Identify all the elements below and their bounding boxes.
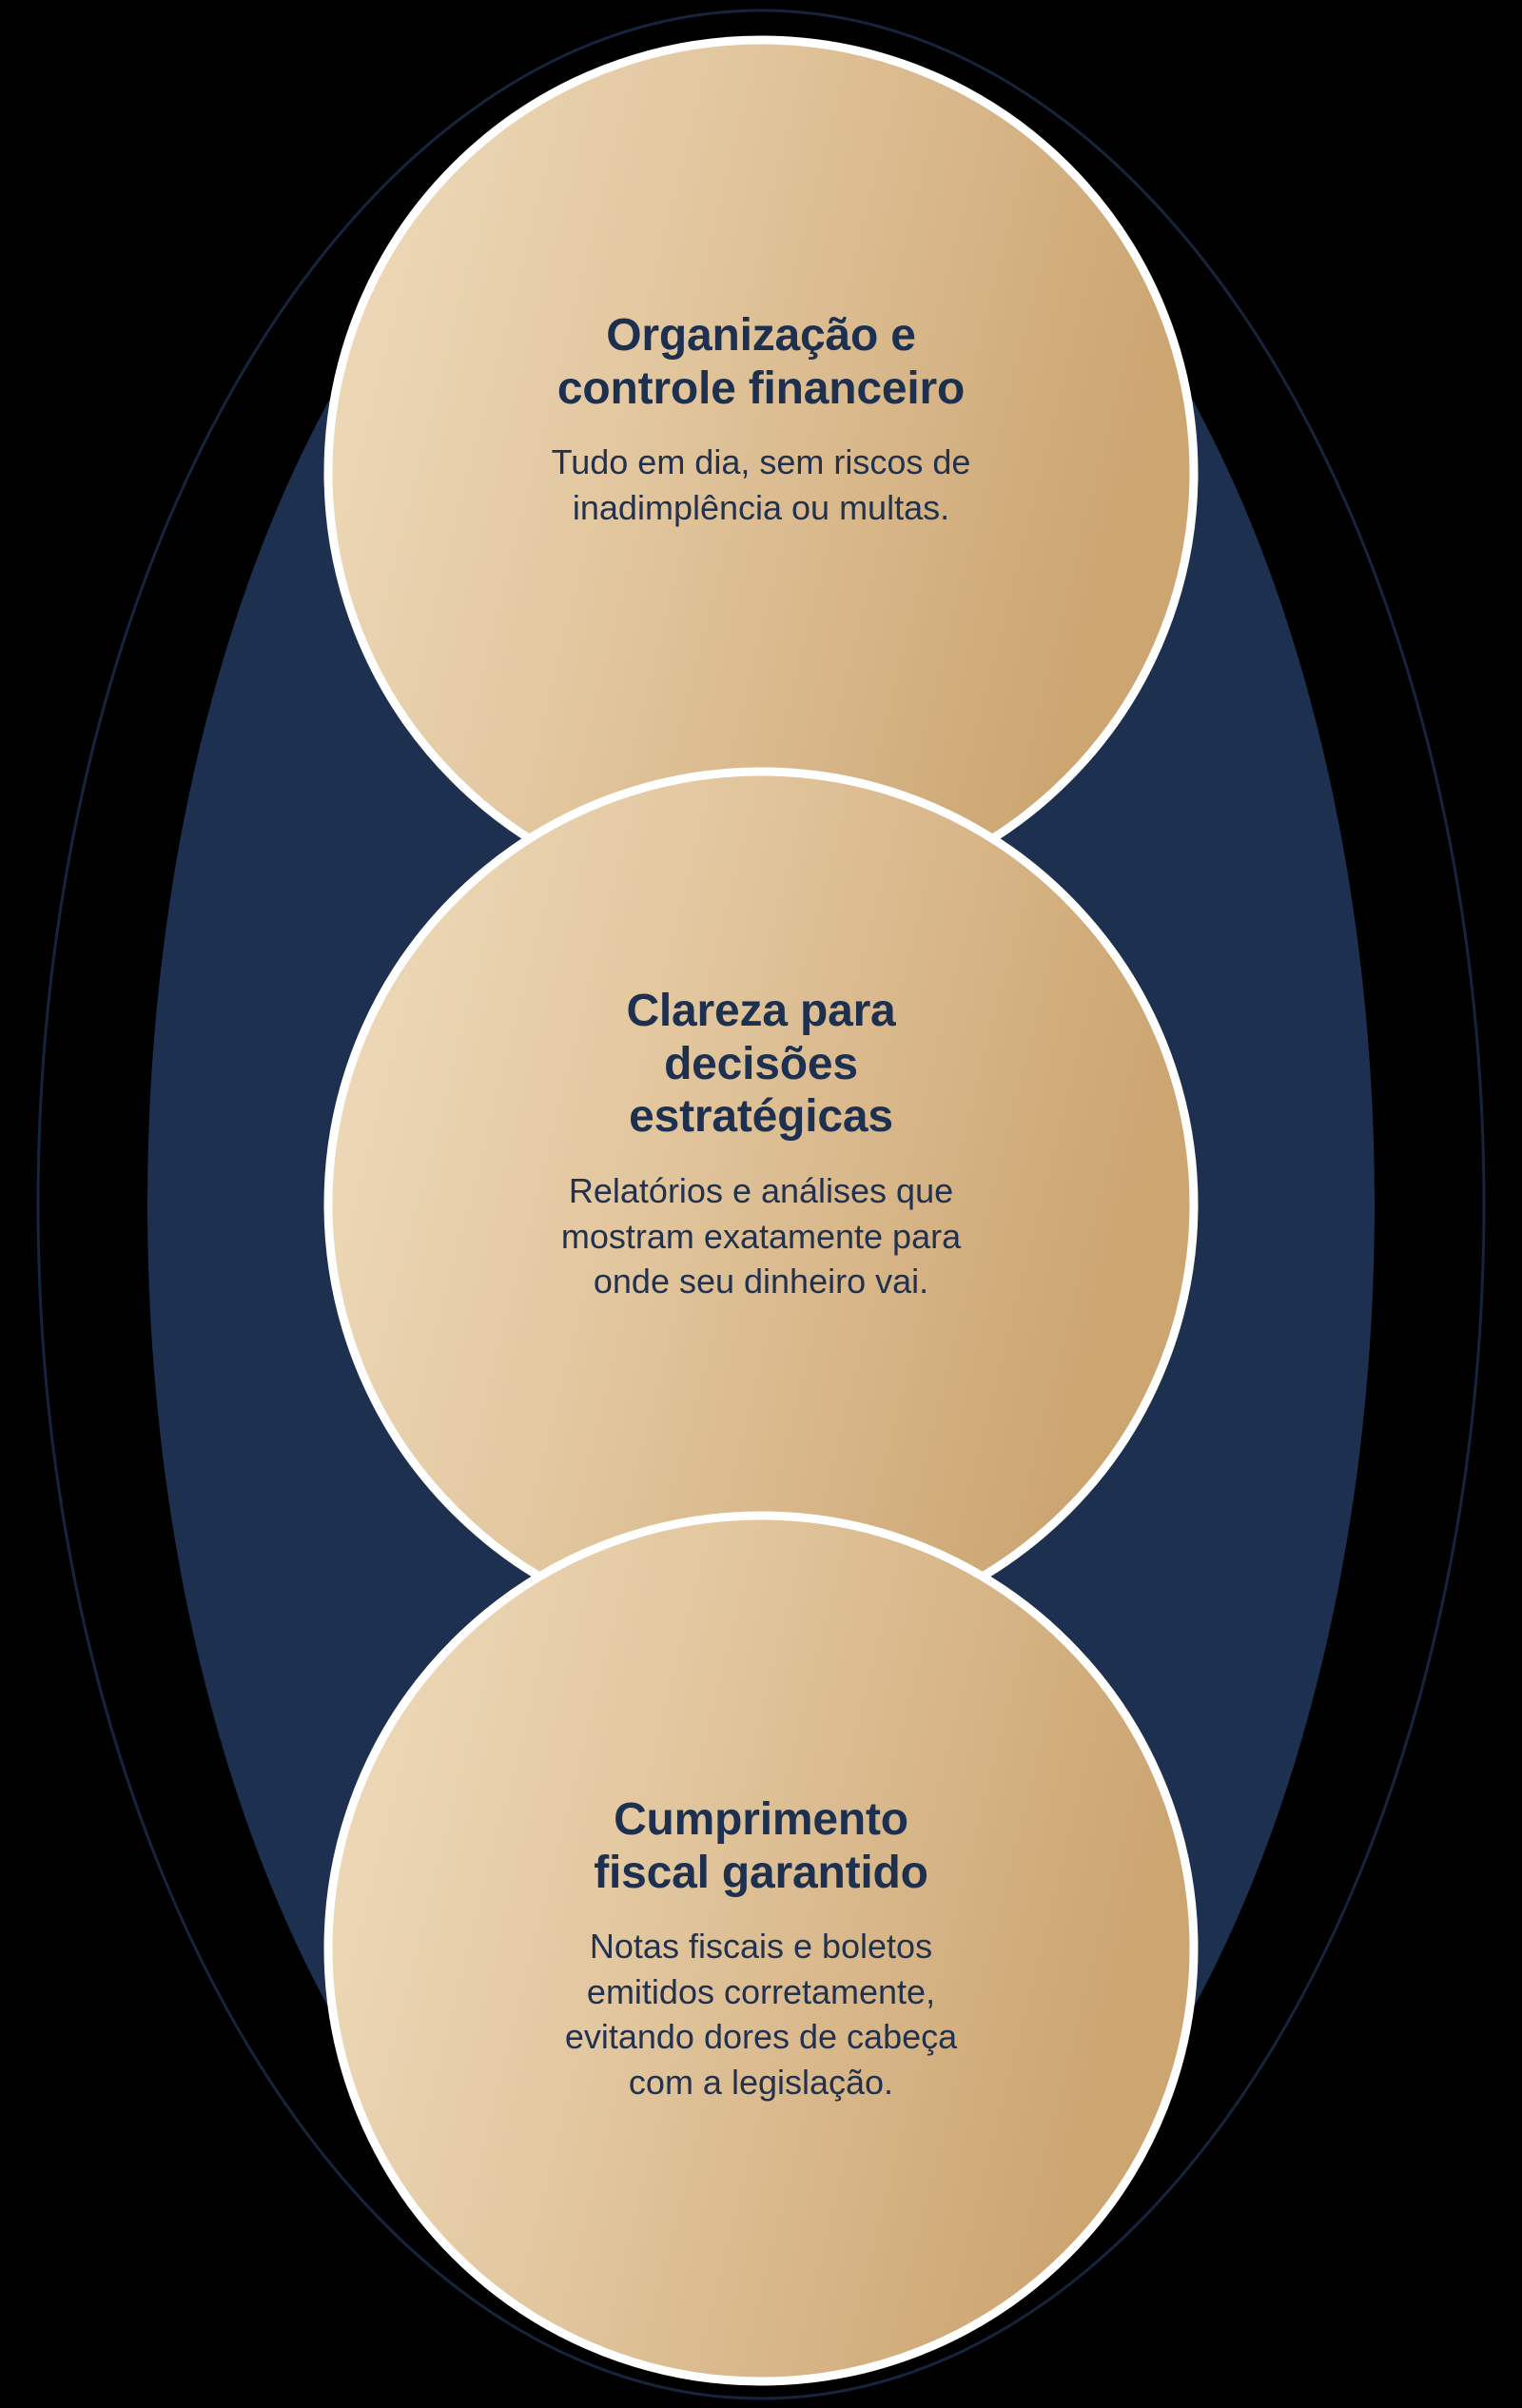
body-line: onde seu dinheiro vai. [593,1262,929,1302]
circle-text-clareza: Clareza para decisões estratégicas Relat… [400,985,1122,1304]
title-line: Organização e [606,310,916,361]
backdrop-outer-ellipse [36,9,1486,2400]
body-line: Tudo em dia, sem riscos de [551,442,971,482]
body-line: inadimplência ou multas. [572,487,950,527]
title-line: fiscal garantido [594,1847,928,1898]
circle-body-organizacao: Tudo em dia, sem riscos de inadimplência… [466,440,1056,530]
circle-title-clareza: Clareza para decisões estratégicas [561,985,961,1144]
body-line: com a legislação. [628,2062,894,2102]
circle-text-fiscal: Cumprimento fiscal garantido Notas fisca… [400,1793,1122,2105]
title-line: estratégicas [629,1091,893,1143]
body-line: Relatórios e análises que [568,1171,954,1211]
title-line: Clareza para [626,986,896,1036]
circle-fiscal [323,1511,1199,2386]
circle-title-organizacao: Organização e controle financeiro [400,309,1122,415]
title-line: Cumprimento [614,1794,908,1845]
body-line: mostram exatamente para [560,1216,962,1256]
body-line: evitando dores de cabeça [564,2017,958,2057]
title-line: decisões [664,1038,858,1089]
circle-title-fiscal: Cumprimento fiscal garantido [495,1793,1027,1899]
body-line: Notas fiscais e boletos [589,1927,933,1967]
circle-text-organizacao: Organização e controle financeiro Tudo e… [400,309,1122,530]
circle-body-clareza: Relatórios e análises que mostram exatam… [504,1168,1018,1304]
body-line: emitidos corretamente, [586,1971,936,2011]
title-line: controle financeiro [556,362,966,414]
circle-body-fiscal: Notas fiscais e boletos emitidos correta… [504,1924,1018,2105]
